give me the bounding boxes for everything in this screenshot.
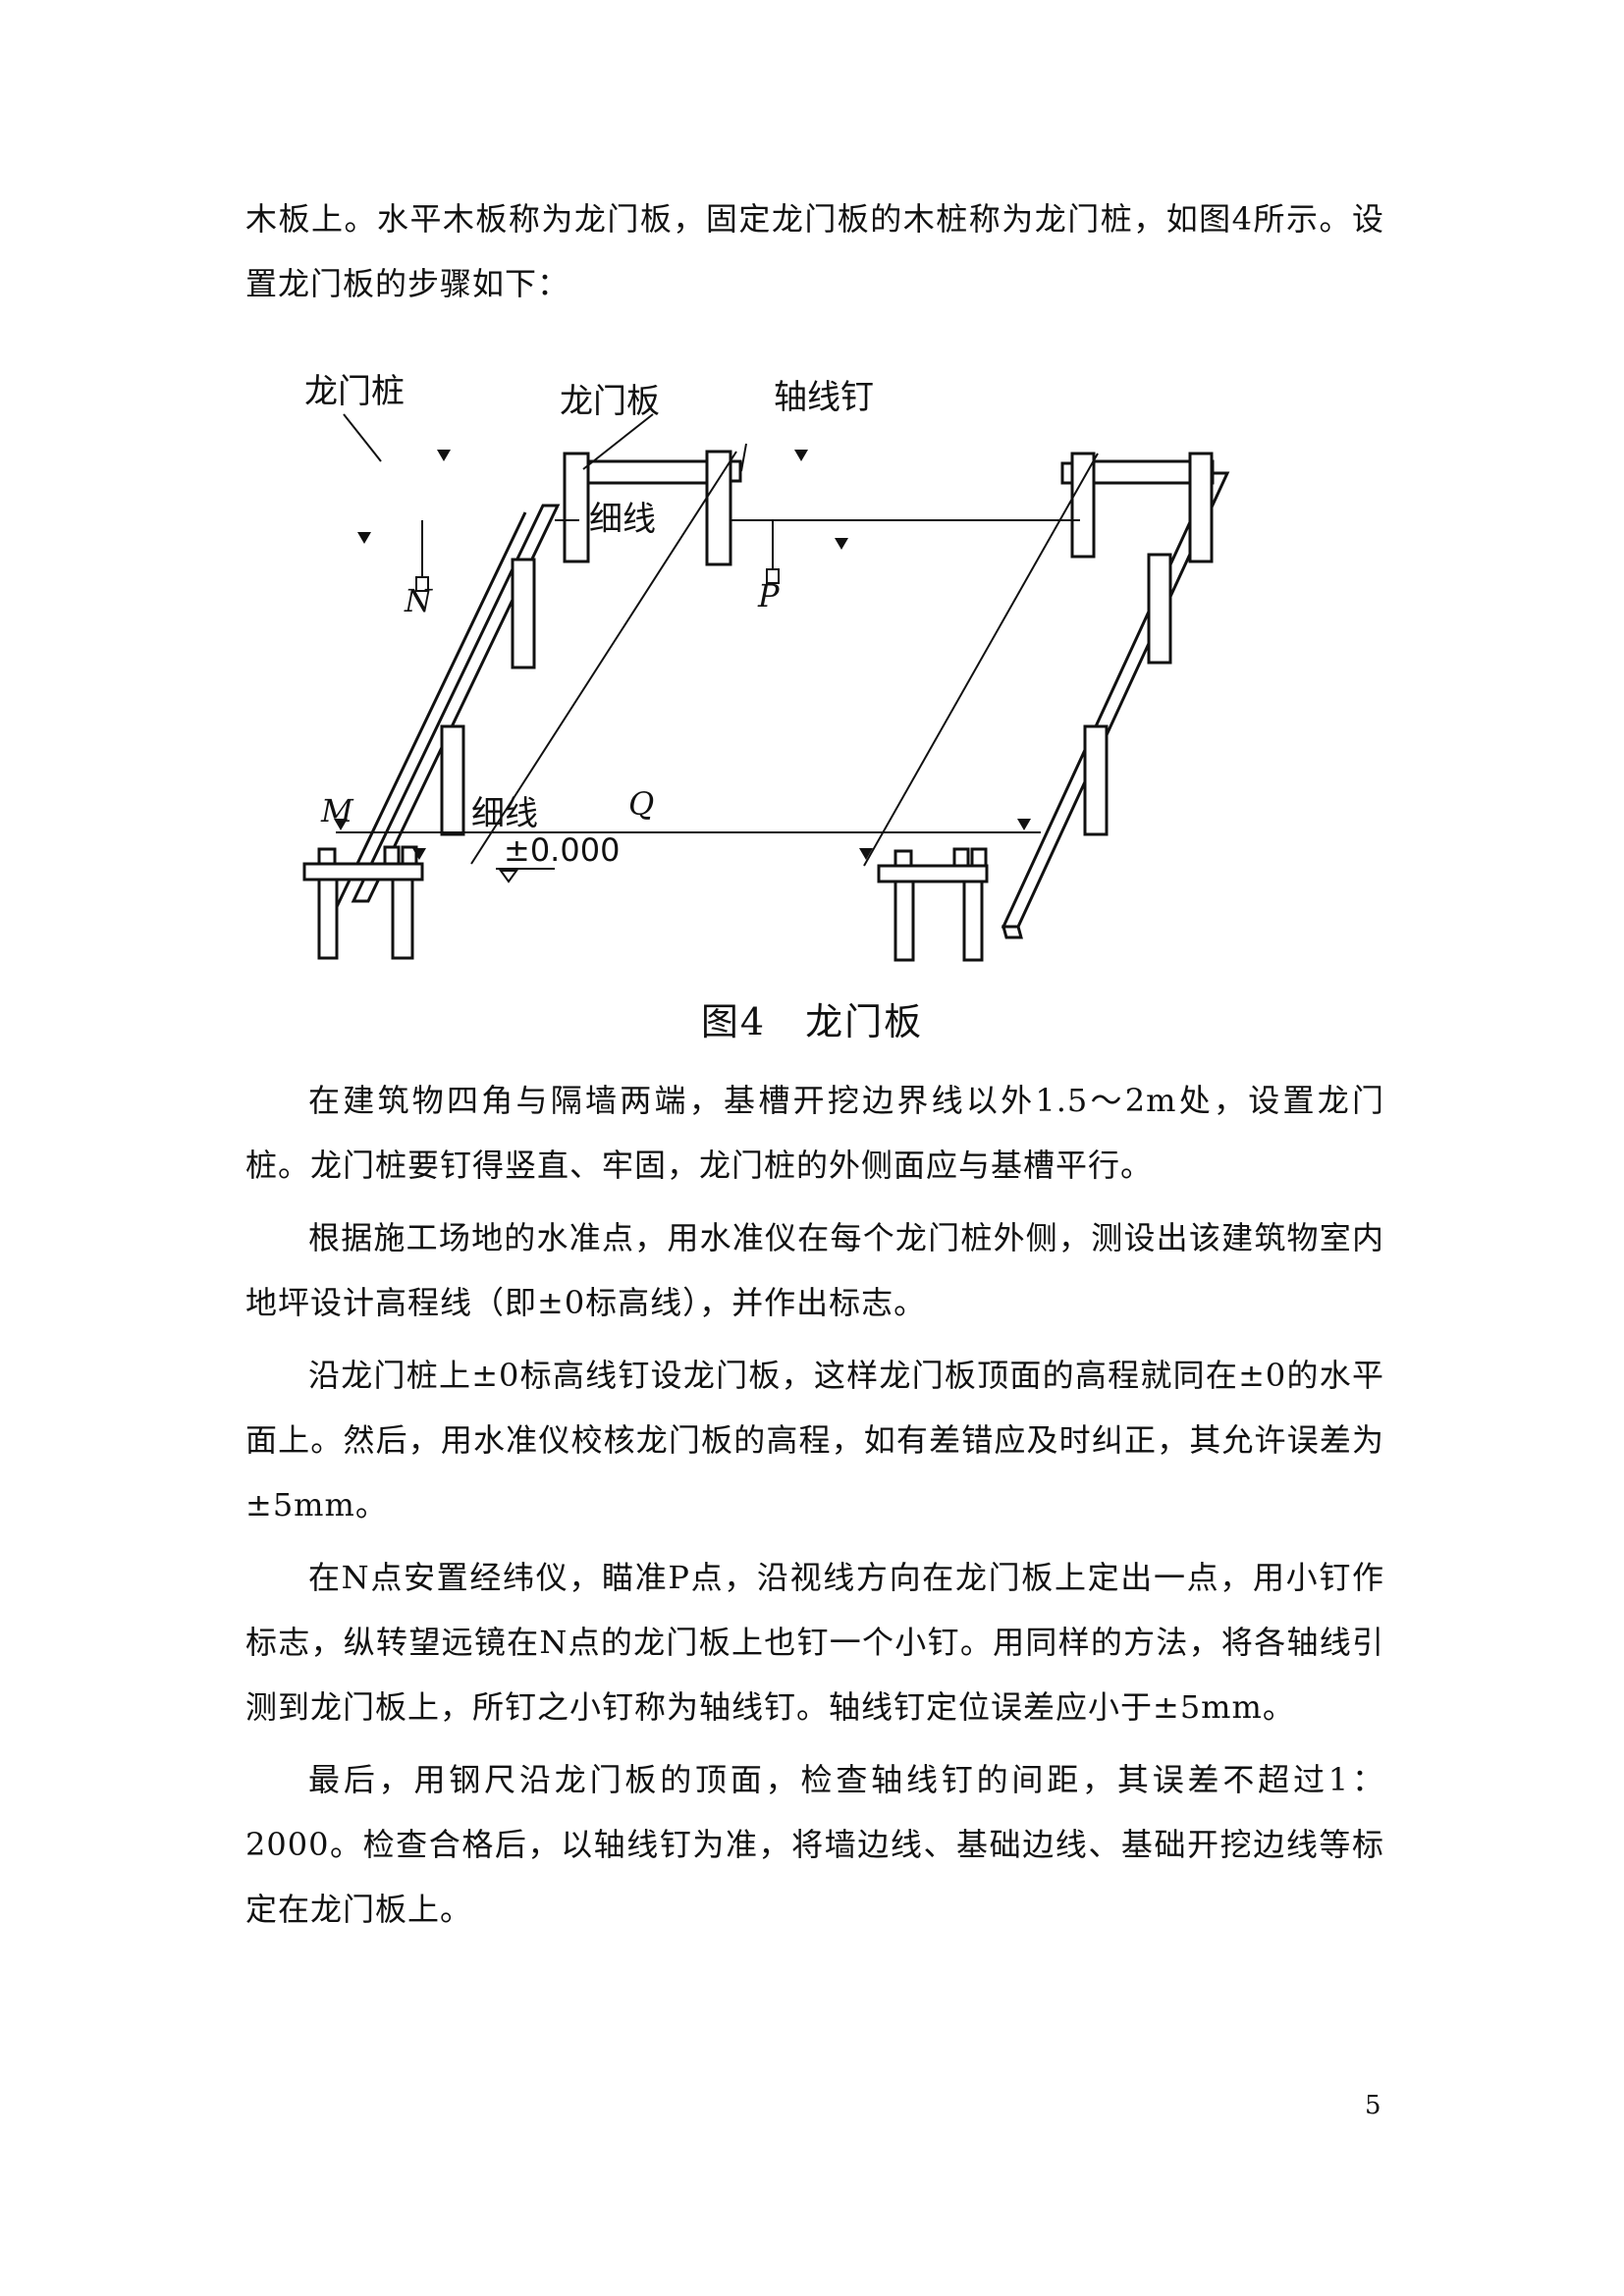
- top-left-stake-a: [563, 452, 590, 563]
- paragraph-1: 在建筑物四角与隔墙两端，基槽开挖边界线以外1.5～2m处，设置龙门桩。龙门桩要钉…: [245, 1082, 1384, 1184]
- bottom-right-stake-b: [962, 880, 984, 962]
- paragraph-4: 在N点安置经纬仪，瞄准P点，沿视线方向在龙门板上定出一点，用小钉作标志，纵转望远…: [245, 1559, 1384, 1726]
- label-point-n: N: [404, 582, 433, 619]
- top-left-stake-b: [705, 450, 732, 566]
- paragraph-2: 根据施工场地的水准点，用水准仪在每个龙门桩外侧，测设出该建筑物室内地坪设计高程线…: [245, 1219, 1384, 1321]
- mid-left-stake: [511, 558, 536, 669]
- bottom-right-stake-a: [893, 880, 915, 962]
- lower-right-stake: [1083, 724, 1109, 836]
- label-zhouxian-ding: 轴线钉: [774, 378, 874, 417]
- paragraph-3: 沿龙门桩上±0标高线钉设龙门板，这样龙门板顶面的高程就同在±0的水平面上。然后，…: [245, 1357, 1384, 1523]
- right-axis-string: [863, 453, 1099, 867]
- left-side-board-edge: [332, 511, 527, 914]
- top-right-stake-a: [1070, 452, 1096, 559]
- label-longmen-ban: 龙门板: [560, 382, 660, 421]
- label-point-q: Q: [628, 785, 654, 823]
- label-elevation: ±0.000: [504, 831, 620, 869]
- label-xixian-bottom: 细线: [471, 794, 538, 833]
- longmenban-diagram: 龙门桩 龙门板 轴线钉 细线 细线 N P M Q ±0.000: [238, 372, 1230, 962]
- bottom-left-stake-b: [391, 878, 414, 960]
- ban-label-leader: [582, 413, 654, 470]
- label-point-m: M: [320, 792, 354, 829]
- figure-caption: 图4 龙门板: [700, 1000, 924, 1043]
- left-side-board: [351, 504, 561, 903]
- zhuang-leader-line: [343, 413, 382, 462]
- mid-right-stake: [1147, 553, 1172, 665]
- left-axis-string: [470, 451, 737, 865]
- elevation-triangle: [499, 870, 518, 883]
- page-number: 5: [1365, 2091, 1381, 2120]
- axis-nail-lower-left-side: [334, 819, 348, 830]
- ban-leader-line: [740, 443, 747, 472]
- plumb-bob-n: [415, 576, 429, 592]
- top-right-stake-b: [1188, 452, 1214, 563]
- intro-text: 木板上。水平木板称为龙门板，固定龙门板的木桩称为龙门桩，如图4所示。设置龙门板的…: [245, 187, 1384, 316]
- bottom-right-board: [877, 864, 989, 883]
- lower-left-stake: [440, 724, 465, 836]
- figure-longmenban: 龙门桩 龙门板 轴线钉 细线 细线 N P M Q ±0.000: [238, 363, 1316, 972]
- label-point-p: P: [757, 577, 780, 614]
- axis-nail-top-left: [437, 450, 451, 461]
- axis-nail-left-side: [357, 532, 371, 544]
- label-longmen-zhuang: 龙门桩: [304, 372, 405, 411]
- body-text: 在建筑物四角与隔墙两端，基槽开挖边界线以外1.5～2m处，设置龙门桩。龙门桩要钉…: [245, 1068, 1384, 1949]
- axis-nail-right-side: [835, 538, 848, 550]
- top-left-board: [577, 459, 729, 485]
- axis-nail-top-right: [794, 450, 808, 461]
- intro-paragraph: 木板上。水平木板称为龙门板，固定龙门板的木桩称为龙门桩，如图4所示。设置龙门板的…: [245, 200, 1384, 302]
- axis-nail-bottom-right: [859, 848, 873, 860]
- label-xixian-top: 细线: [589, 500, 656, 539]
- bottom-left-stake-a: [317, 878, 339, 960]
- plumb-bob-p: [766, 568, 780, 584]
- bottom-left-board: [302, 862, 424, 881]
- axis-nail-lower-right-side: [1017, 819, 1031, 830]
- paragraph-5: 最后，用钢尺沿龙门板的顶面，检查轴线钉的间距，其误差不超过1：2000。检查合格…: [245, 1761, 1384, 1928]
- axis-nail-bottom-left: [412, 848, 426, 860]
